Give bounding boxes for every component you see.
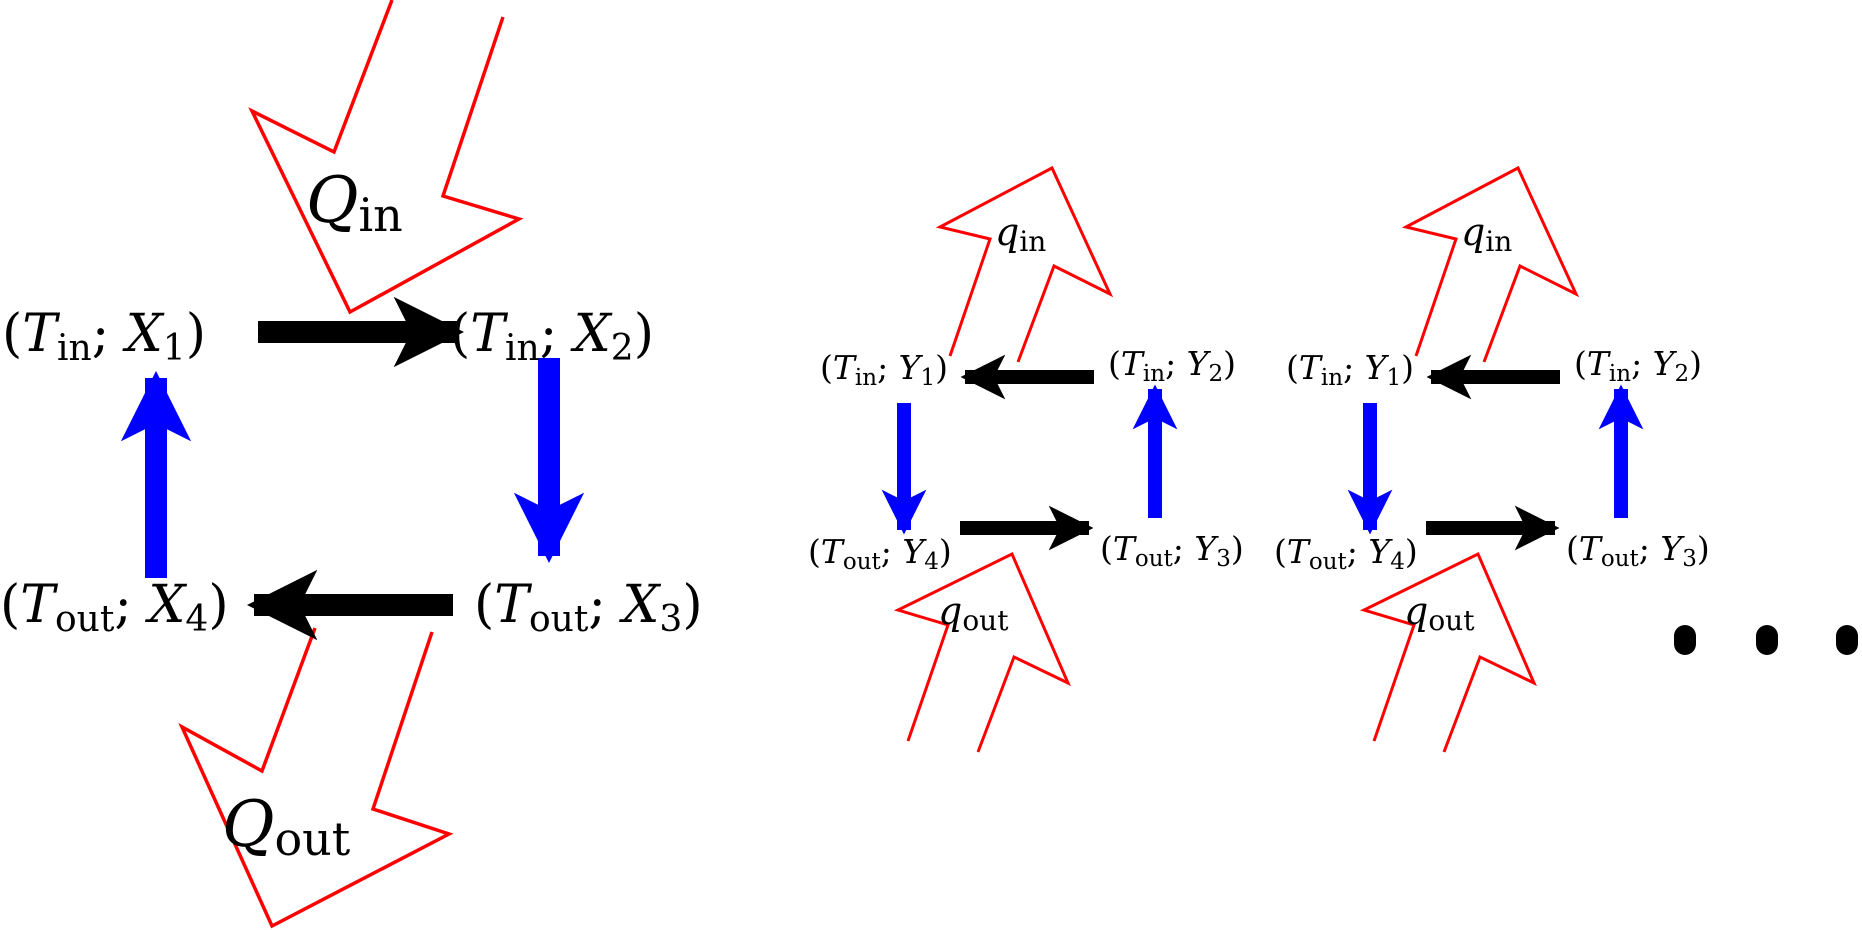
sub-cycle-1: qin qout (Tin; Y1) (Tin; Y2) (Tout; Y3) … xyxy=(808,165,1244,753)
sub-cycle-1-heat-out-label: qout xyxy=(938,589,1009,637)
main-heat-in-arrow xyxy=(248,0,524,315)
sub-cycle-1-state-1: (Tin; Y1) xyxy=(820,348,948,391)
main-heat-out-arrow xyxy=(178,627,454,929)
sub-cycle-2-heat-out-label: qout xyxy=(1404,589,1475,637)
main-state-1: (Tin; X1) xyxy=(2,304,206,369)
sub-cycle-2-state-2: (Tin; Y2) xyxy=(1574,344,1702,387)
sub-cycle-2-state-4: (Tout; Y4) xyxy=(1274,532,1418,575)
continuation-ellipsis xyxy=(1674,625,1858,655)
sub-cycle-2-state-1: (Tin; Y1) xyxy=(1286,348,1414,391)
ellipsis-dot xyxy=(1674,625,1696,655)
sub-cycle-2-heat-in-label: qin xyxy=(1461,210,1512,258)
ellipsis-dot xyxy=(1836,625,1858,655)
main-state-3: (Tout; X3) xyxy=(474,575,703,640)
sub-cycle-2-state-3: (Tout; Y3) xyxy=(1566,529,1710,572)
sub-cycle-2: qin qout (Tin; Y1) (Tin; Y2) (Tout; Y3) … xyxy=(1274,165,1710,753)
sub-cycle-1-state-2: (Tin; Y2) xyxy=(1108,344,1236,387)
main-state-2: (Tin; X2) xyxy=(450,304,654,369)
main-heat-in-label: Qin xyxy=(306,164,403,242)
sub-cycle-1-heat-out-arrow xyxy=(893,551,1071,753)
sub-cycle-2-heat-in-arrow xyxy=(1401,165,1580,363)
main-cycle: Qin Qout (Tin; X1) (Tin; X2) (Tout; X3) … xyxy=(0,0,703,929)
sub-cycle-1-heat-in-arrow xyxy=(935,165,1114,363)
main-state-4: (Tout; X4) xyxy=(0,575,229,640)
sub-cycle-2-heat-out-arrow xyxy=(1359,551,1537,753)
ellipsis-dot xyxy=(1756,625,1778,655)
sub-cycle-1-heat-in-label: qin xyxy=(995,210,1046,258)
main-heat-out-label: Qout xyxy=(222,788,351,866)
sub-cycle-1-state-4: (Tout; Y4) xyxy=(808,532,952,575)
sub-cycle-1-state-3: (Tout; Y3) xyxy=(1100,529,1244,572)
